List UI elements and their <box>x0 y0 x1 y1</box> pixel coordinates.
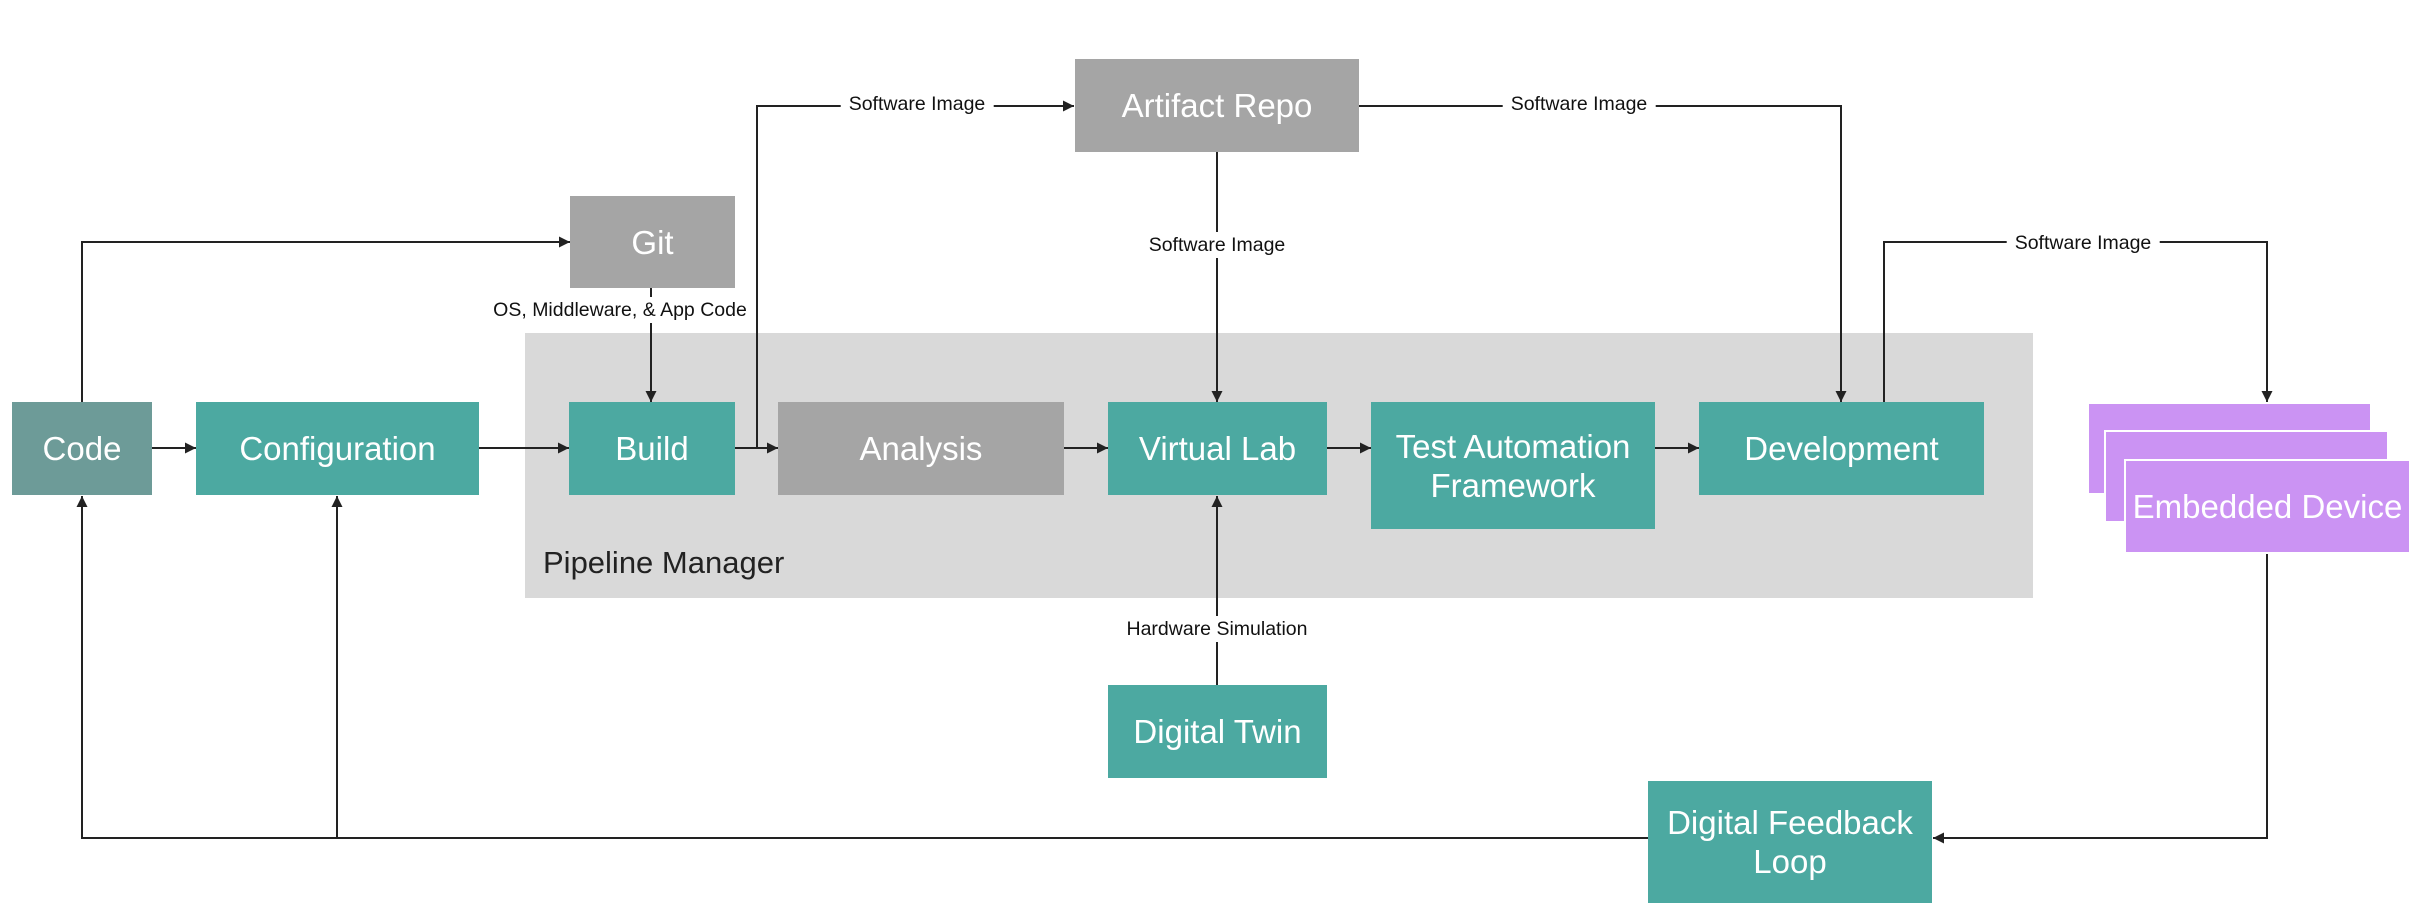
edge-embedded-device-to-feedback <box>1933 552 2268 844</box>
node-code: Code <box>12 402 152 495</box>
edge-artifact-repo-to-development <box>1359 105 1847 402</box>
edge-label-build-to-repo: Software Image <box>840 91 994 117</box>
edge-label-development-to-device: Software Image <box>2006 230 2160 256</box>
edge-label-repo-to-development: Software Image <box>1502 91 1656 117</box>
edge-feedback-to-code <box>76 496 1648 839</box>
node-embedded-device: Embedded Device <box>2124 459 2411 554</box>
node-configuration: Configuration <box>196 402 479 495</box>
node-artifact-repo: Artifact Repo <box>1075 59 1359 152</box>
edge-code-to-git <box>81 236 570 402</box>
edge-label-repo-to-virtual-lab: Software Image <box>1140 232 1294 258</box>
edge-build-to-artifact-repo <box>735 100 1074 449</box>
node-development: Development <box>1699 402 1984 495</box>
node-virtual-lab: Virtual Lab <box>1108 402 1327 495</box>
edge-label-twin-to-virtual-lab: Hardware Simulation <box>1118 616 1316 642</box>
node-digital-feedback-loop: Digital Feedback Loop <box>1648 781 1932 903</box>
node-digital-twin: Digital Twin <box>1108 685 1327 778</box>
node-git: Git <box>570 196 735 288</box>
node-test-automation-framework: Test Automation Framework <box>1371 402 1655 529</box>
pipeline-manager-label: Pipeline Manager <box>543 545 785 580</box>
edge-label-git-to-build: OS, Middleware, & App Code <box>485 297 755 323</box>
node-analysis: Analysis <box>778 402 1064 495</box>
edge-development-to-embedded-device <box>1883 241 2273 402</box>
node-build: Build <box>569 402 735 495</box>
